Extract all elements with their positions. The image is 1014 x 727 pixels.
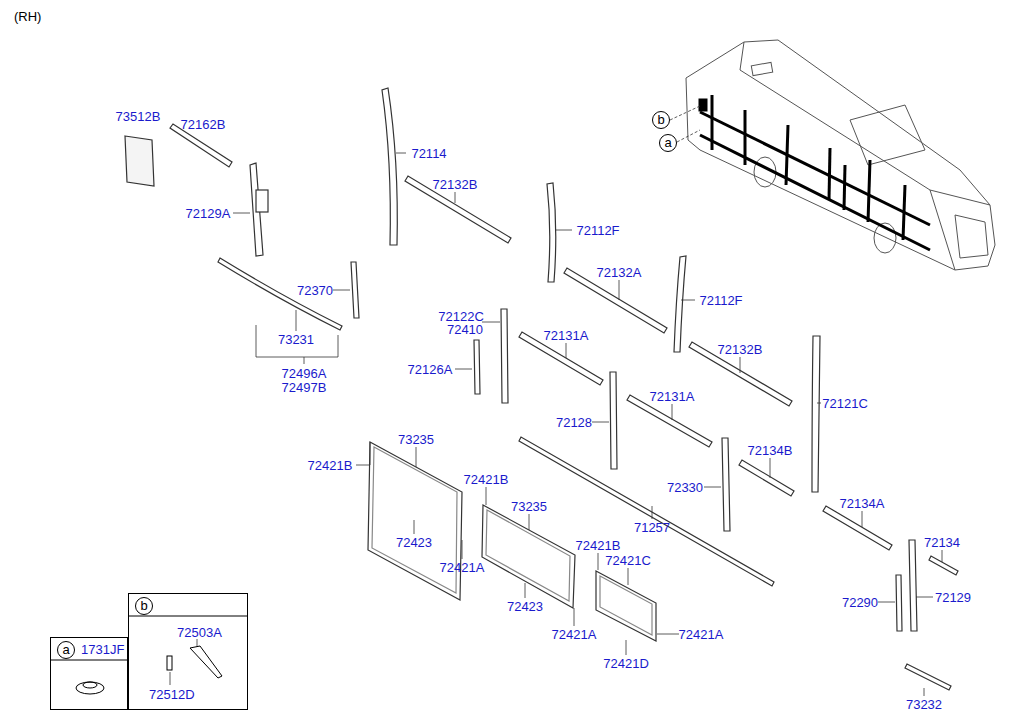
pillar-molding xyxy=(722,438,730,531)
molding-strip xyxy=(519,437,774,586)
pillar-molding xyxy=(474,340,480,394)
part-number: 72132B xyxy=(718,342,763,357)
part-number: 72503A xyxy=(177,625,222,640)
part-number: 72129A xyxy=(186,206,231,221)
part-number: 72131A xyxy=(544,328,589,343)
part-number: 72421A xyxy=(679,627,724,642)
view-marker: b xyxy=(652,111,670,129)
molding-strip xyxy=(689,342,792,406)
part-number: 72497B xyxy=(282,380,327,395)
molding-strip xyxy=(405,176,511,243)
part-number: 72421A xyxy=(552,627,597,642)
pillar-molding xyxy=(909,540,917,631)
glass-plate xyxy=(125,136,154,186)
pillar-molding xyxy=(896,575,902,631)
view-marker: a xyxy=(57,641,75,659)
curved-molding xyxy=(218,258,342,330)
part-number: 72132B xyxy=(433,177,478,192)
bracket xyxy=(256,190,268,212)
part-number: 73235 xyxy=(398,432,434,447)
part-number: 72423 xyxy=(507,599,543,614)
part-number: 72114 xyxy=(411,146,446,161)
view-marker: a xyxy=(659,134,677,152)
part-number: 72421A xyxy=(440,560,485,575)
part-number: 72112F xyxy=(576,223,619,238)
molding-strip xyxy=(739,460,794,496)
glass-panel xyxy=(482,505,575,608)
part-number: 72421B xyxy=(308,458,353,473)
glass-panel xyxy=(596,571,656,641)
inset-details xyxy=(50,616,248,694)
bus-illustration xyxy=(686,40,995,270)
molding-strip xyxy=(905,664,951,690)
inset-box: b 72503A 72512D xyxy=(128,593,248,710)
part-number: 72134 xyxy=(924,535,960,550)
part-number: 73235 xyxy=(511,499,547,514)
part-number: 72290 xyxy=(842,595,878,610)
pillar-molding xyxy=(547,183,556,282)
glass-panel xyxy=(486,510,570,601)
part-number: 72129 xyxy=(935,590,971,605)
part-number: 72162B xyxy=(181,117,226,132)
glass-panel xyxy=(368,442,462,600)
pillar-molding xyxy=(351,262,359,318)
part-number: 73231 xyxy=(278,332,314,347)
part-number: 1731JF xyxy=(81,642,124,657)
part-number: 72131A xyxy=(650,389,695,404)
part-number: 73232 xyxy=(906,697,942,712)
pillar-molding xyxy=(501,309,508,403)
part-number: 72370 xyxy=(297,283,333,298)
bus-trim xyxy=(700,95,930,250)
pillar-molding xyxy=(382,88,397,245)
part-number: 72423 xyxy=(396,535,432,550)
part-number: 72128 xyxy=(556,415,592,430)
pillar-molding xyxy=(812,336,820,492)
molding-strip xyxy=(929,556,958,575)
part-number: 72496A xyxy=(282,366,327,381)
part-number: 72512D xyxy=(149,687,195,702)
part-number: 72121C xyxy=(822,396,868,411)
molding-strip xyxy=(823,506,892,550)
inset-box: a 1731JF xyxy=(50,637,128,710)
view-marker: b xyxy=(135,597,153,615)
part-number: 72330 xyxy=(667,480,703,495)
part-number: 72126A xyxy=(408,362,453,377)
leader-lines xyxy=(170,106,942,696)
part-number: 72122C xyxy=(438,309,484,324)
part-number: 72410 xyxy=(447,322,483,337)
part-number: 72421B xyxy=(576,538,621,553)
pillar-molding xyxy=(674,256,686,352)
part-number: 72134B xyxy=(748,443,793,458)
part-number: 72421D xyxy=(603,656,649,671)
part-number: 72132A xyxy=(597,265,642,280)
view-title: (RH) xyxy=(14,9,41,24)
part-number: 73512B xyxy=(116,109,161,124)
pillar-molding xyxy=(610,372,617,469)
glass-panel xyxy=(600,576,652,635)
part-number: 72112F xyxy=(699,293,742,308)
part-number: 72421B xyxy=(464,472,509,487)
part-number: 72421C xyxy=(605,553,651,568)
part-number: 72134A xyxy=(840,496,885,511)
part-number: 71257 xyxy=(634,520,670,535)
